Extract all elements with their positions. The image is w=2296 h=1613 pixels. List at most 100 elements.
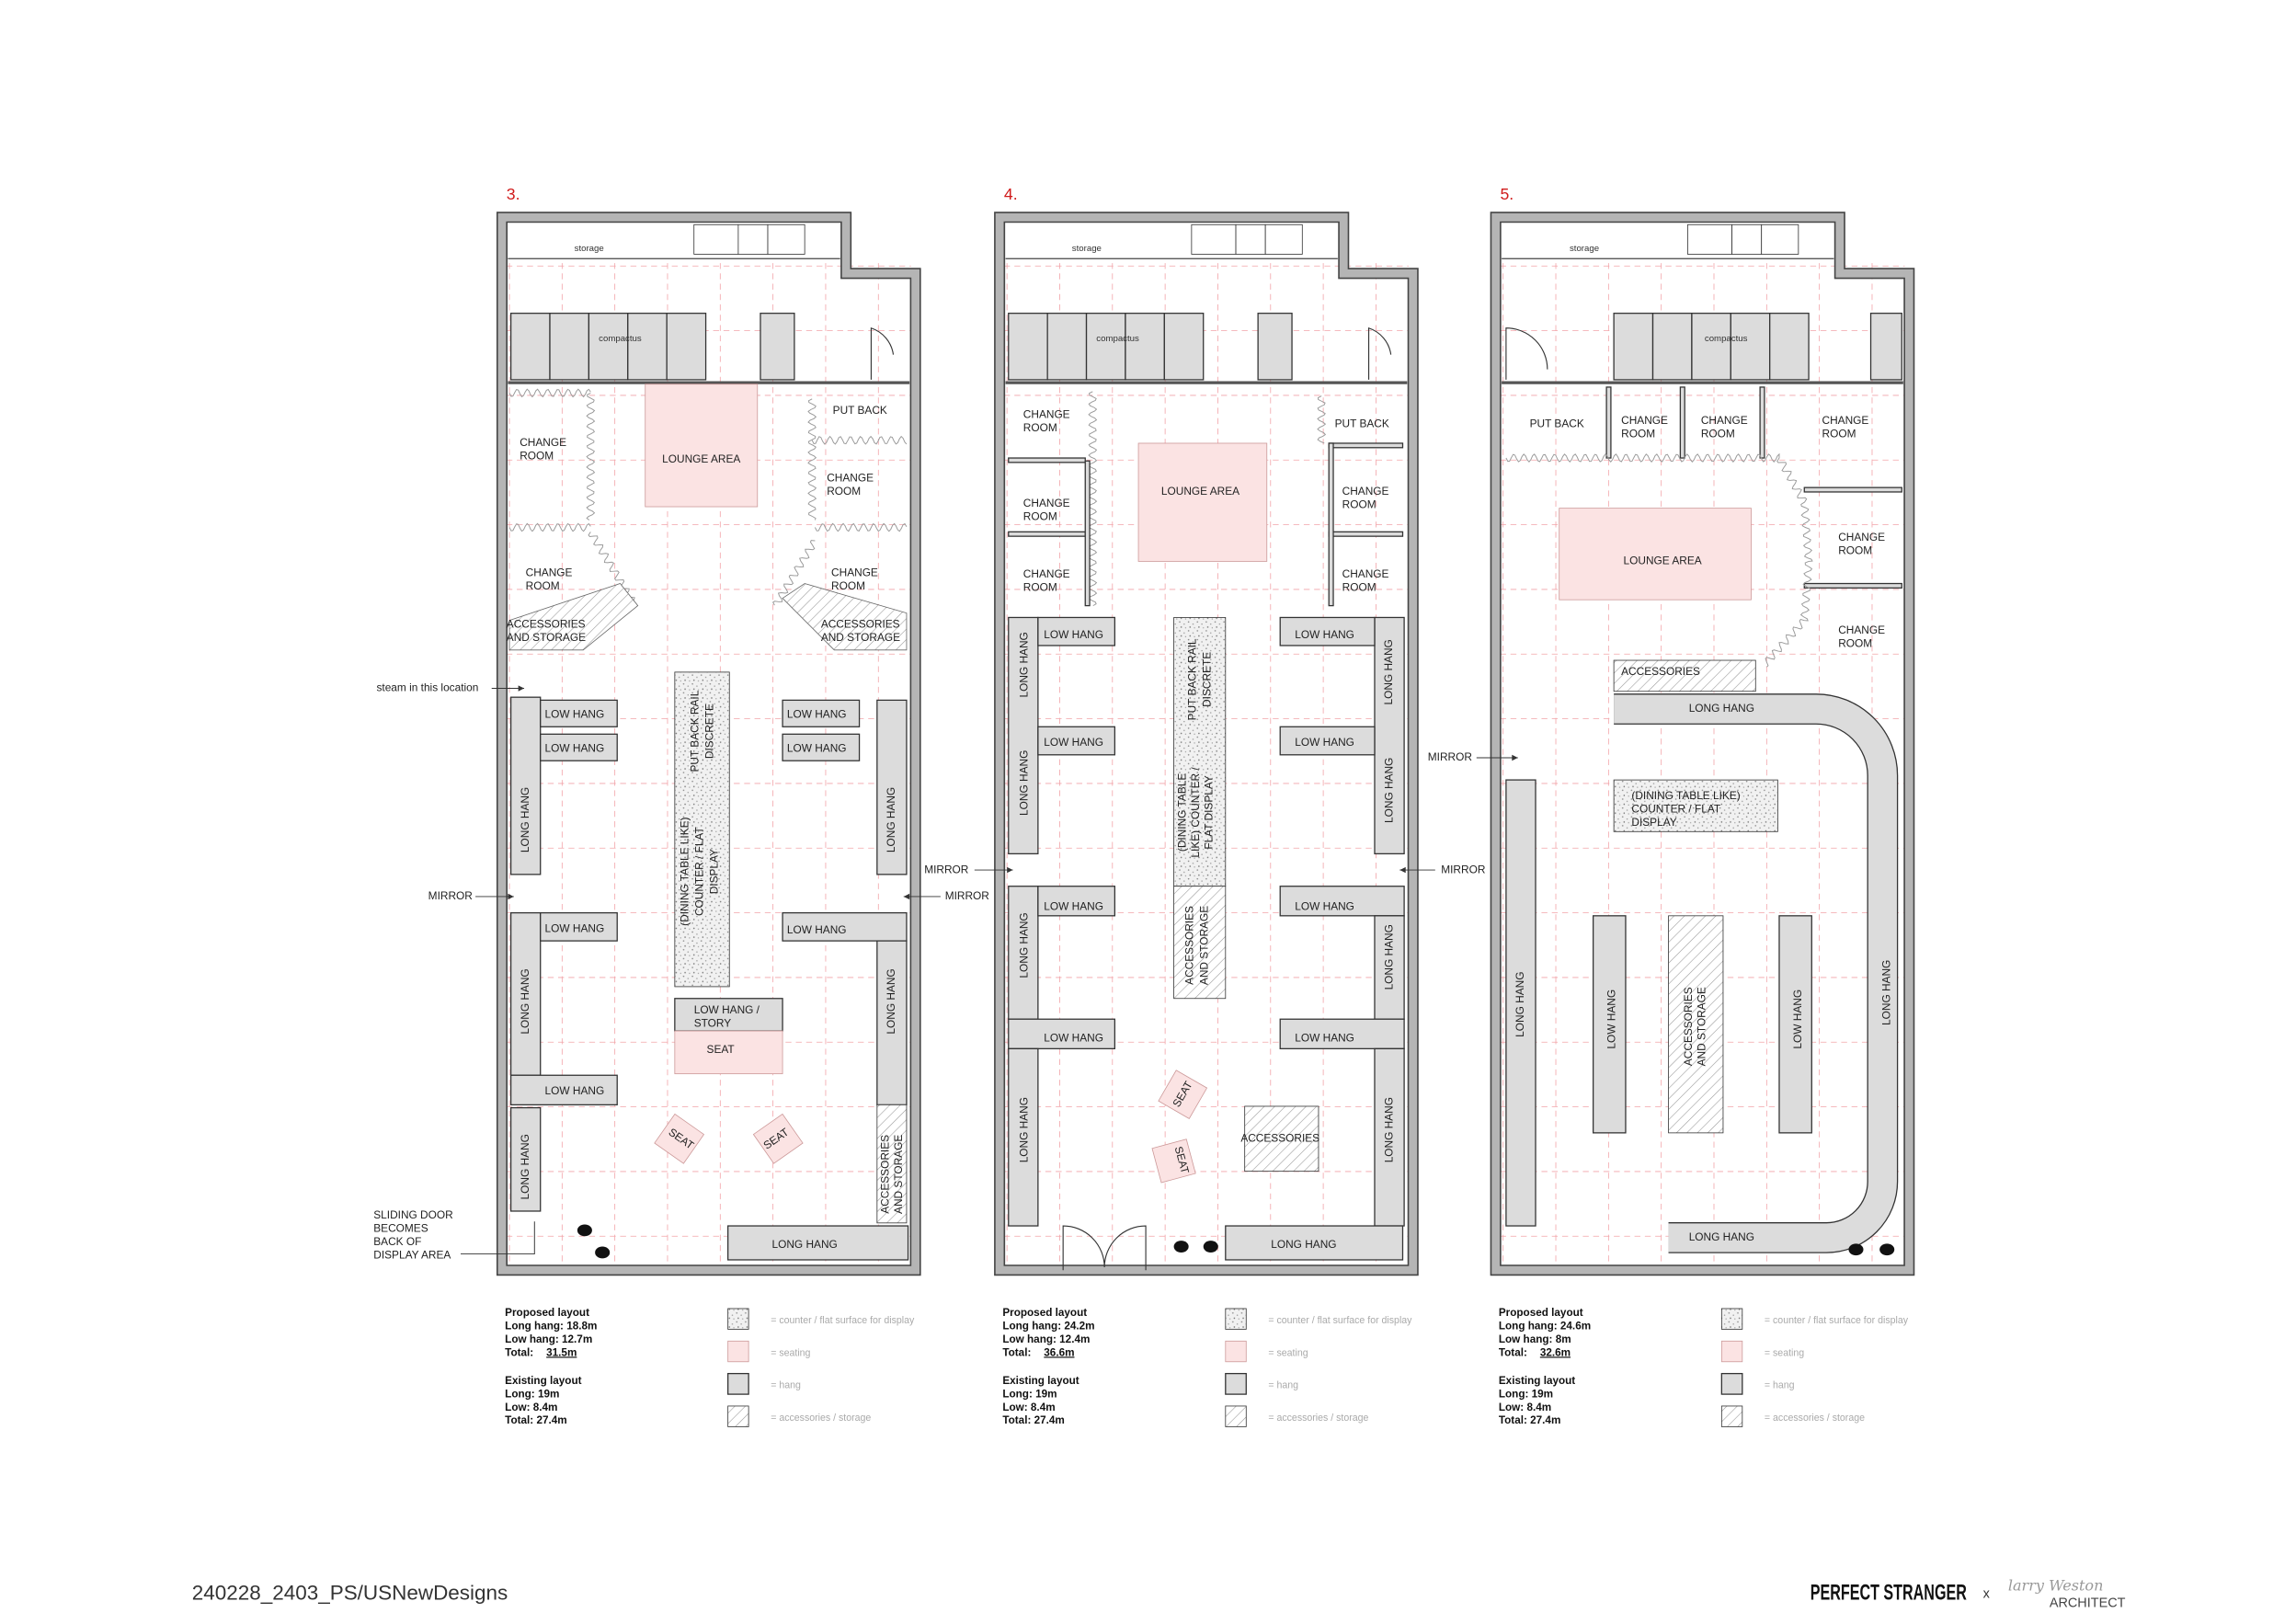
- hang-rail: [1008, 1018, 1116, 1049]
- room-label: ACCESSORIES: [507, 618, 586, 631]
- room-label: AND STORAGE: [892, 1135, 905, 1214]
- room-label: ACCESSORIES: [879, 1135, 892, 1214]
- room-label: LONG HANG: [772, 1238, 838, 1251]
- counter: [1613, 779, 1778, 832]
- room-label: LONG HANG: [1018, 632, 1031, 697]
- partition: [1084, 460, 1091, 607]
- room-label: LOW HANG: [1791, 990, 1804, 1049]
- room-label: compactus: [599, 334, 642, 344]
- legend-label: = counter / flat surface for display: [771, 1315, 915, 1326]
- plant-icon: [1848, 1243, 1864, 1256]
- hang-rail: [1778, 915, 1812, 1134]
- room-label: steam in this location: [376, 681, 478, 694]
- room-label: ROOM: [520, 450, 554, 463]
- lounge-area: [1137, 442, 1268, 562]
- hang-rail: [1374, 1047, 1405, 1227]
- room-label: LIKE) COUNTER /: [1189, 767, 1202, 858]
- hang-rail: [1008, 616, 1039, 855]
- room-label: ROOM: [1023, 421, 1057, 434]
- logo-lockup: PERFECT STRANGER x larry Weston ARCHITEC…: [1811, 1577, 2126, 1611]
- layout-stat: Low hang: 12.7m: [505, 1333, 592, 1345]
- hang-rail: [782, 699, 861, 727]
- storage-cabinet: [1731, 223, 1763, 255]
- hang-rail: [509, 1074, 618, 1106]
- accessories-storage: [508, 583, 639, 651]
- partition: [1328, 442, 1334, 607]
- room-label: LOW HANG: [1044, 899, 1103, 912]
- room-label: CHANGE: [1701, 414, 1748, 427]
- layout-stat: Total:: [1499, 1346, 1527, 1358]
- room-label: ROOM: [1822, 428, 1856, 440]
- room-label: ACCESSORIES: [1240, 1132, 1319, 1145]
- layout-stat: Long: 19m: [1499, 1388, 1553, 1400]
- double-door-icon: [1062, 1225, 1147, 1271]
- room-label: MIRROR: [428, 889, 474, 902]
- hang-rail: [1279, 726, 1376, 756]
- partition: [1008, 457, 1086, 463]
- room-label: ROOM: [1838, 543, 1872, 556]
- hang-rail: [1008, 886, 1039, 1020]
- layout-stat: Low: 8.4m: [1499, 1401, 1551, 1413]
- building-wall: [995, 212, 1418, 1275]
- room-label: CHANGE: [526, 566, 573, 578]
- room-label: LOW HANG: [1605, 990, 1618, 1049]
- room-label: CHANGE: [1023, 408, 1070, 421]
- layout-stat: Long: 19m: [1002, 1388, 1057, 1400]
- room-label: DISPLAY AREA: [373, 1248, 451, 1261]
- compactus-unit: [1691, 313, 1731, 381]
- counter: [674, 671, 730, 988]
- hang-rail: [1037, 616, 1116, 646]
- room-label: MIRROR: [1441, 863, 1486, 875]
- room-label: LOW HANG: [1295, 1031, 1354, 1044]
- legend-swatch: [1720, 1340, 1743, 1363]
- arrow-head-icon: [1399, 866, 1406, 874]
- room-label: CHANGE: [831, 566, 878, 578]
- legend-label: = hang: [771, 1380, 801, 1391]
- curtain: [811, 435, 908, 445]
- storage-cabinet: [1235, 223, 1266, 255]
- legend-swatch: [1720, 1372, 1743, 1395]
- room-label: CHANGE: [1342, 485, 1389, 498]
- room-label: LOW HANG: [545, 742, 605, 755]
- legend-swatch: [727, 1308, 749, 1330]
- room-label: LONG HANG: [1689, 1230, 1754, 1243]
- room-label: LOW HANG /: [694, 1003, 760, 1016]
- curtain: [814, 522, 908, 532]
- room-label: storage: [1570, 244, 1599, 254]
- hang-rail: [782, 733, 861, 761]
- layout-stat: Total: 27.4m: [505, 1414, 567, 1426]
- proposed-total: 32.6m: [1540, 1346, 1571, 1358]
- room-label: LONG HANG: [1382, 924, 1395, 990]
- room-label: MIRROR: [924, 863, 969, 875]
- layout-stat: Total: 27.4m: [1499, 1414, 1561, 1426]
- accessories-storage: [1244, 1105, 1319, 1173]
- room-label: MIRROR: [945, 889, 990, 902]
- layout-stat: Proposed layout: [1002, 1307, 1087, 1319]
- partition: [1759, 386, 1765, 459]
- compactus-unit: [1730, 313, 1771, 381]
- legend-swatch: [727, 1340, 749, 1363]
- compactus-unit: [588, 313, 629, 381]
- compactus-unit: [1008, 313, 1048, 381]
- compactus-unit: [627, 313, 668, 381]
- room-label: LONG HANG: [1879, 960, 1892, 1025]
- room-label: CHANGE: [520, 436, 566, 449]
- hang-rail: [540, 911, 618, 942]
- hang-rail: [1505, 779, 1536, 1227]
- room-label: LONG HANG: [519, 968, 531, 1034]
- room-label: LONG HANG: [1514, 972, 1526, 1037]
- legend-swatch: [727, 1372, 749, 1395]
- compactus-unit: [1769, 313, 1810, 381]
- room-label: PUT BACK: [833, 404, 887, 417]
- room-label: FLAT DISPLAY: [1202, 775, 1215, 850]
- plan-number: 3.: [507, 185, 520, 203]
- room-label: CHANGE: [1838, 531, 1885, 543]
- room-label: CHANGE: [1822, 414, 1869, 427]
- room-label: AND STORAGE: [507, 631, 586, 644]
- room-label: ROOM: [1838, 637, 1872, 650]
- legend-label: = seating: [1765, 1347, 1804, 1358]
- seat: [1151, 1138, 1196, 1184]
- layout-stat: Long hang: 18.8m: [505, 1320, 597, 1332]
- room-label: PUT BACK RAIL: [689, 690, 702, 772]
